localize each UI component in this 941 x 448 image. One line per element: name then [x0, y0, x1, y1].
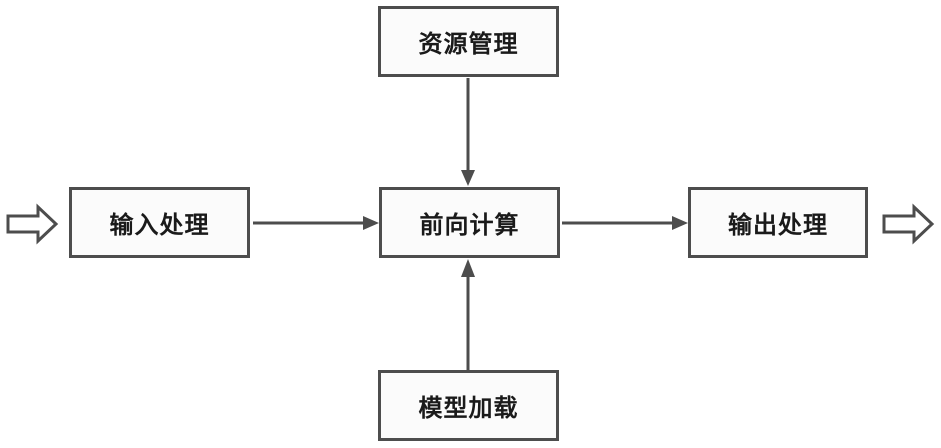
block-arrow-right-icon [882, 203, 935, 245]
node-output-processing: 输出处理 [688, 187, 868, 258]
arrow-forward-to-output [562, 216, 688, 230]
node-forward-computation: 前向计算 [379, 187, 560, 258]
arrow-input-to-forward [253, 216, 379, 230]
node-model-loading: 模型加载 [378, 370, 559, 441]
node-label: 输入处理 [109, 212, 210, 239]
arrow-resource-to-forward [461, 78, 475, 186]
node-label: 前向计算 [419, 212, 520, 239]
arrow-model-to-forward [461, 259, 475, 370]
node-resource-management: 资源管理 [378, 6, 559, 77]
node-input-processing: 输入处理 [69, 187, 250, 258]
node-label: 资源管理 [418, 31, 519, 58]
block-arrow-right-icon [6, 203, 59, 245]
node-label: 输出处理 [728, 212, 828, 239]
node-label: 模型加载 [418, 395, 519, 422]
